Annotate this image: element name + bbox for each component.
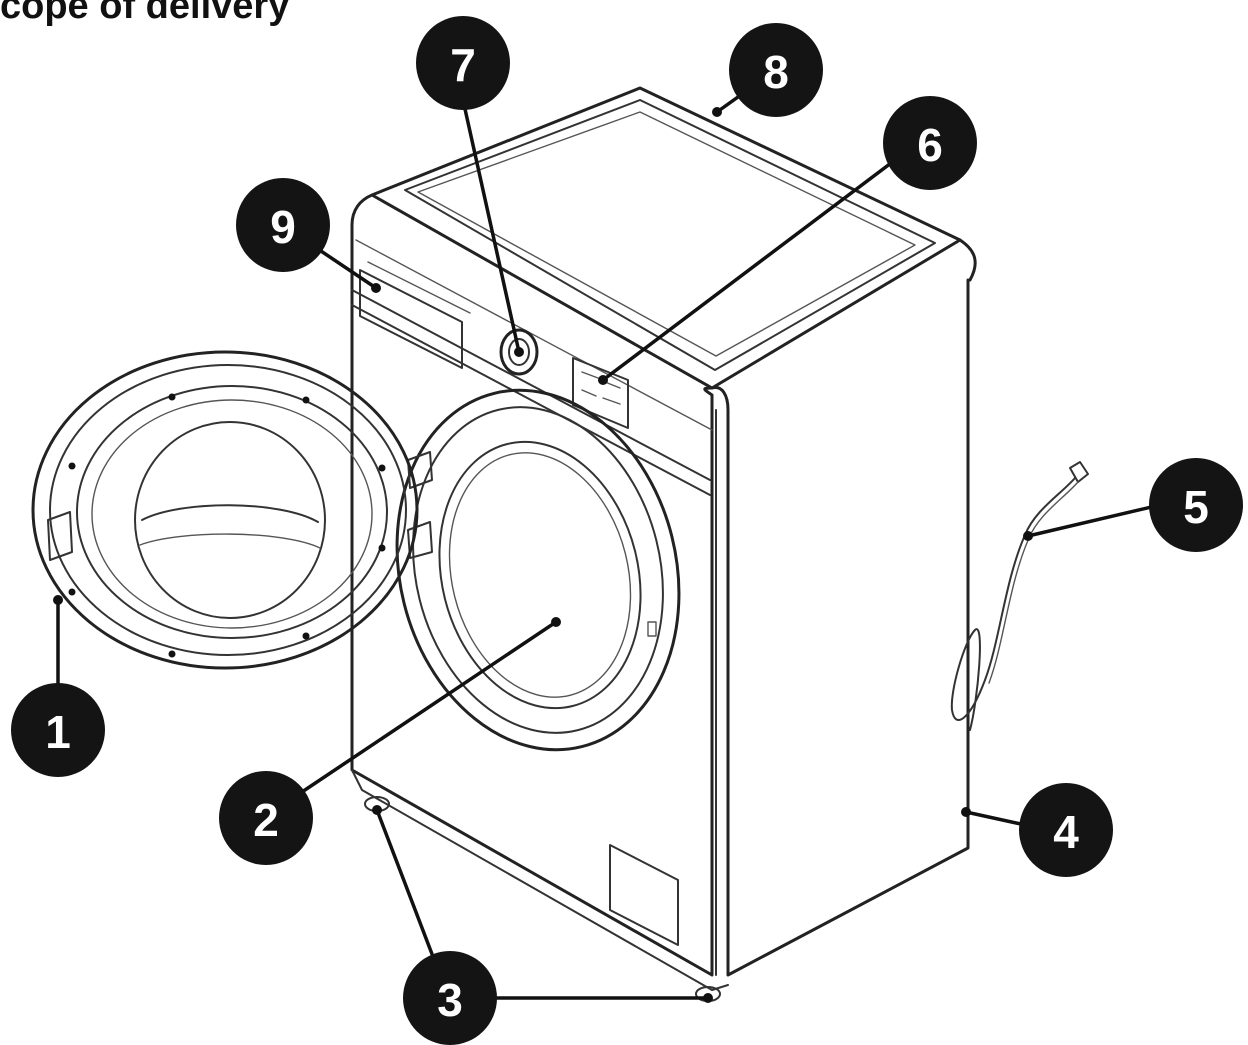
svg-text:3: 3: [437, 974, 463, 1026]
leader-5: [1026, 503, 1162, 538]
open-door: [31, 350, 419, 670]
leader-4: [964, 810, 1032, 828]
leader-3a: [375, 808, 442, 977]
callout-6: 6: [883, 96, 977, 190]
callout-9: 9: [236, 178, 330, 272]
callout-1: 1: [11, 683, 105, 777]
svg-text:7: 7: [450, 39, 476, 91]
callout-2: 2: [219, 771, 313, 865]
svg-text:8: 8: [763, 46, 789, 98]
leader-2: [288, 620, 558, 802]
callout-5: 5: [1149, 458, 1243, 552]
leader-lines: [53, 90, 1162, 1003]
svg-text:1: 1: [45, 706, 71, 758]
svg-text:2: 2: [253, 794, 279, 846]
page-title: cope of delivery: [0, 0, 290, 27]
callout-4: 4: [1019, 783, 1113, 877]
callout-7: 7: [416, 16, 510, 110]
leader-9: [310, 243, 378, 290]
callout-3: 3: [403, 951, 497, 1045]
power-cable: [950, 461, 1089, 731]
svg-text:5: 5: [1183, 481, 1209, 533]
svg-text:9: 9: [270, 201, 296, 253]
leader-7: [461, 98, 521, 354]
leader-6: [601, 158, 897, 382]
callout-8: 8: [729, 23, 823, 117]
door-opening: [395, 388, 681, 752]
svg-text:6: 6: [917, 119, 943, 171]
machine-body: [350, 86, 977, 1002]
svg-text:4: 4: [1053, 806, 1079, 858]
